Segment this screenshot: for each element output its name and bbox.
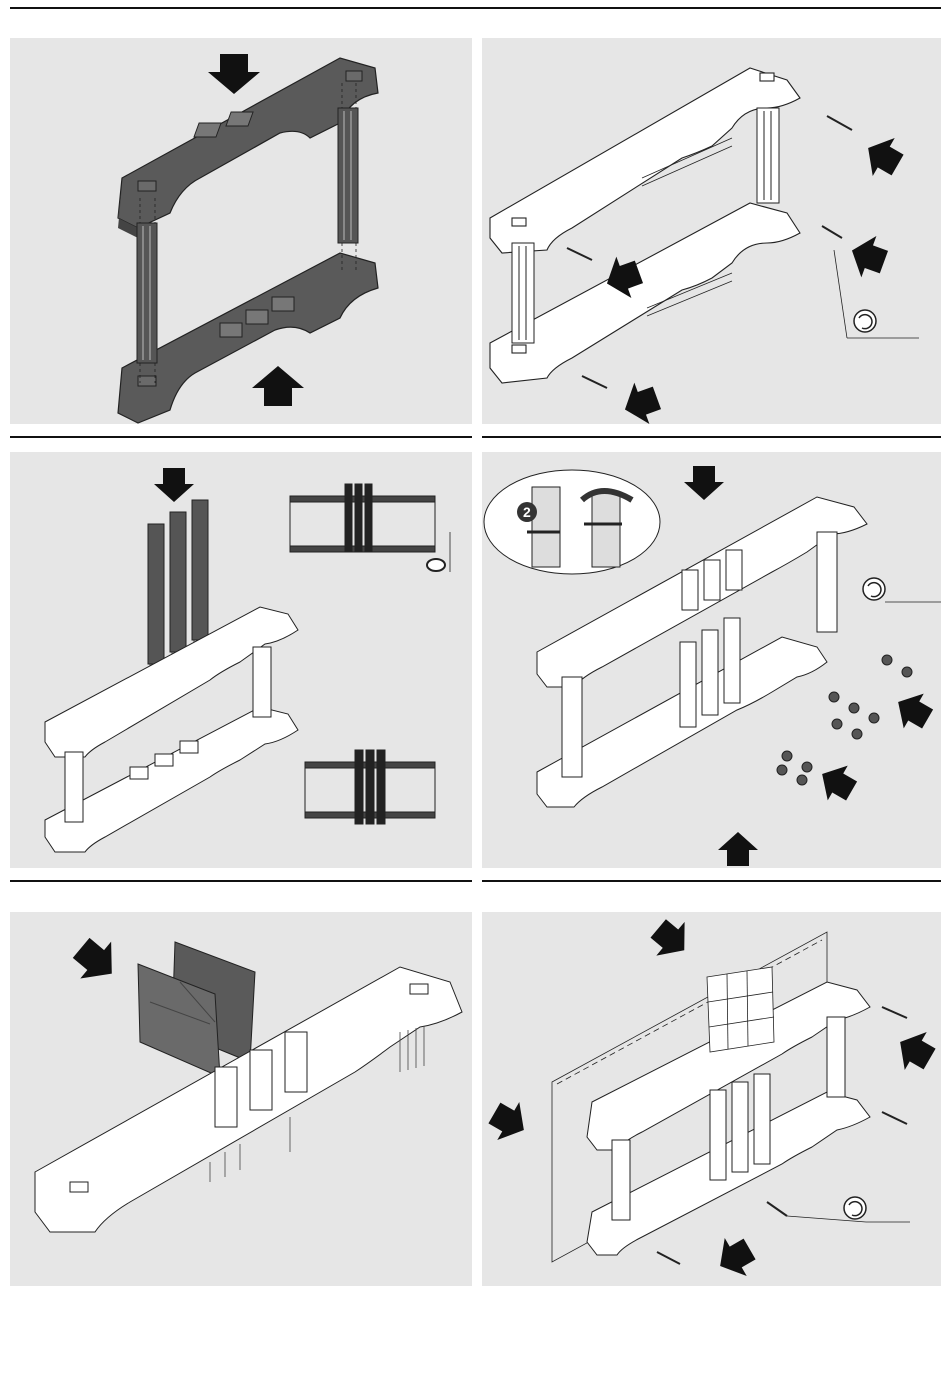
row1-left-rule	[10, 436, 472, 438]
panel-sheet-part	[707, 967, 774, 1052]
rotate-clockwise-icon	[787, 1197, 910, 1222]
arrow-icon	[483, 1094, 534, 1149]
step-number-badge: 2	[523, 504, 531, 520]
left-post-part	[562, 677, 582, 777]
top-view-diagram	[290, 484, 450, 572]
row2-right-rule	[482, 880, 941, 882]
arrow-icon	[888, 685, 937, 737]
arrow-icon	[66, 929, 127, 991]
arrow-icon	[889, 1023, 940, 1078]
arrow-icon	[252, 366, 304, 406]
right-post-part	[757, 108, 779, 203]
assembly-step-panel-2	[482, 38, 941, 424]
left-post-part	[612, 1140, 630, 1220]
top-rule	[10, 7, 941, 9]
assembly-step-panel-4: 2	[482, 452, 941, 868]
left-post-part	[137, 223, 157, 363]
right-post-part	[827, 1017, 845, 1097]
rotate-clockwise-icon	[863, 578, 941, 602]
right-post-part	[817, 532, 837, 632]
assembly-step-panel-3	[10, 452, 472, 868]
arrow-icon	[844, 230, 891, 283]
assembly-step-panel-1	[10, 38, 472, 424]
clearance-gap-icon	[427, 559, 445, 571]
panel-sheet-part	[138, 942, 255, 1077]
top-view-diagram	[305, 750, 435, 824]
right-post-part	[338, 108, 358, 243]
row2-left-rule	[10, 880, 472, 882]
arrow-icon	[154, 468, 194, 502]
left-post-part	[65, 752, 83, 822]
arrow-icon	[812, 757, 861, 809]
assembly-step-panel-6	[482, 912, 941, 1286]
divider-posts-part	[710, 1074, 770, 1180]
assembly-step-panel-5	[10, 912, 472, 1286]
right-post-part	[253, 647, 271, 717]
arrow-icon	[684, 466, 724, 500]
arrow-icon	[617, 377, 664, 424]
arrow-icon	[709, 1230, 760, 1285]
left-post-part	[512, 243, 534, 343]
arrow-icon	[857, 129, 908, 184]
detail-callout: 2	[484, 470, 660, 574]
arrow-icon	[208, 54, 260, 94]
arrow-icon	[718, 832, 758, 866]
row1-right-rule	[482, 436, 941, 438]
arrow-icon	[644, 912, 698, 967]
